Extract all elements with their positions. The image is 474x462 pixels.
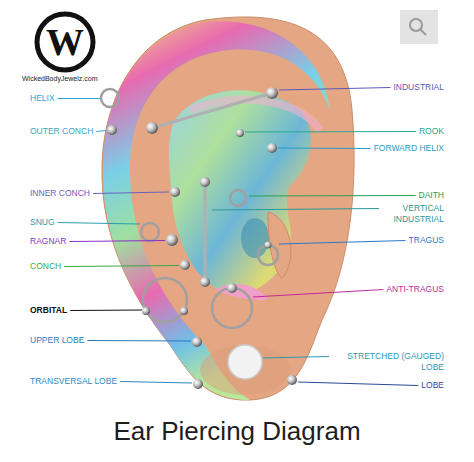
part-label: UPPER LOBE	[30, 335, 84, 346]
bead	[227, 283, 237, 293]
logo-mark: W	[45, 18, 85, 66]
part-label: INNER CONCH	[30, 188, 90, 199]
part-label: TRAGUS	[409, 235, 444, 246]
part-label: DAITH	[419, 190, 445, 201]
industrial-bar	[152, 93, 272, 128]
bead	[193, 379, 203, 389]
bead	[236, 129, 244, 137]
bead	[287, 375, 297, 385]
part-label: ANTI-TRAGUS	[386, 284, 444, 295]
ear-canal	[241, 218, 269, 258]
bead	[166, 234, 178, 246]
part-label: RAGNAR	[30, 236, 66, 247]
daith-ring	[230, 190, 246, 206]
leader-line	[212, 209, 379, 211]
part-label: HELIX	[30, 93, 55, 104]
part-label: ORBITAL	[30, 305, 67, 316]
anti-tragus-ring	[212, 288, 252, 328]
leader-line	[70, 310, 142, 312]
lobe-shade	[200, 345, 290, 395]
ear-outline	[102, 17, 354, 400]
part-label: STRETCHED (GAUGED) LOBE	[332, 351, 444, 373]
bead	[267, 143, 277, 153]
bead	[180, 260, 190, 270]
bead	[146, 122, 158, 134]
part-label: LOBE	[421, 380, 444, 391]
logo-circle	[37, 14, 93, 70]
snug-ring	[141, 223, 159, 241]
leader-line	[245, 131, 416, 133]
part-label: CONCH	[30, 261, 61, 272]
leader-line	[58, 98, 100, 99]
bead	[200, 277, 210, 287]
gauge-plug	[228, 345, 262, 379]
vertical-industrial-bar	[204, 182, 207, 282]
bead	[200, 177, 210, 187]
logo-text: WickedBodyJewelz.com	[22, 73, 97, 84]
part-label: SNUG	[30, 217, 55, 228]
bead	[170, 187, 180, 197]
part-label: OUTER CONCH	[30, 126, 93, 137]
part-label: FORWARD HELIX	[374, 143, 444, 154]
leader-line	[263, 357, 329, 359]
helix-rim	[103, 21, 330, 400]
leader-line	[64, 266, 179, 267]
diagram-caption: Ear Piercing Diagram	[0, 414, 474, 448]
antihelix-fold	[190, 100, 320, 130]
leader-line	[278, 148, 371, 150]
concha-bowl	[169, 90, 311, 293]
bead	[192, 337, 202, 347]
part-label: ROOK	[419, 126, 444, 137]
orbital-ring	[143, 278, 187, 322]
leader-line	[96, 131, 106, 132]
search-icon	[420, 29, 426, 35]
leader-line	[120, 382, 192, 384]
search-icon-box	[400, 10, 438, 44]
leader-line	[253, 290, 383, 298]
leader-line	[279, 88, 390, 91]
part-label: INDUSTRIAL	[393, 82, 444, 93]
part-label: VERTICAL INDUSTRIAL	[382, 203, 444, 225]
leader-line	[58, 223, 140, 225]
bead	[266, 87, 278, 99]
leader-line	[87, 340, 191, 342]
leader-line	[69, 241, 165, 242]
helix-ring	[101, 89, 119, 107]
bead	[107, 125, 117, 135]
leader-line	[93, 192, 169, 194]
bead	[265, 242, 272, 249]
bead	[142, 307, 150, 315]
bead	[180, 307, 188, 315]
part-label: TRANSVERSAL LOBE	[30, 376, 117, 387]
leader-line	[298, 382, 418, 386]
anti-tragus	[215, 284, 268, 300]
leader-line	[279, 241, 406, 245]
leader-line	[249, 195, 416, 197]
